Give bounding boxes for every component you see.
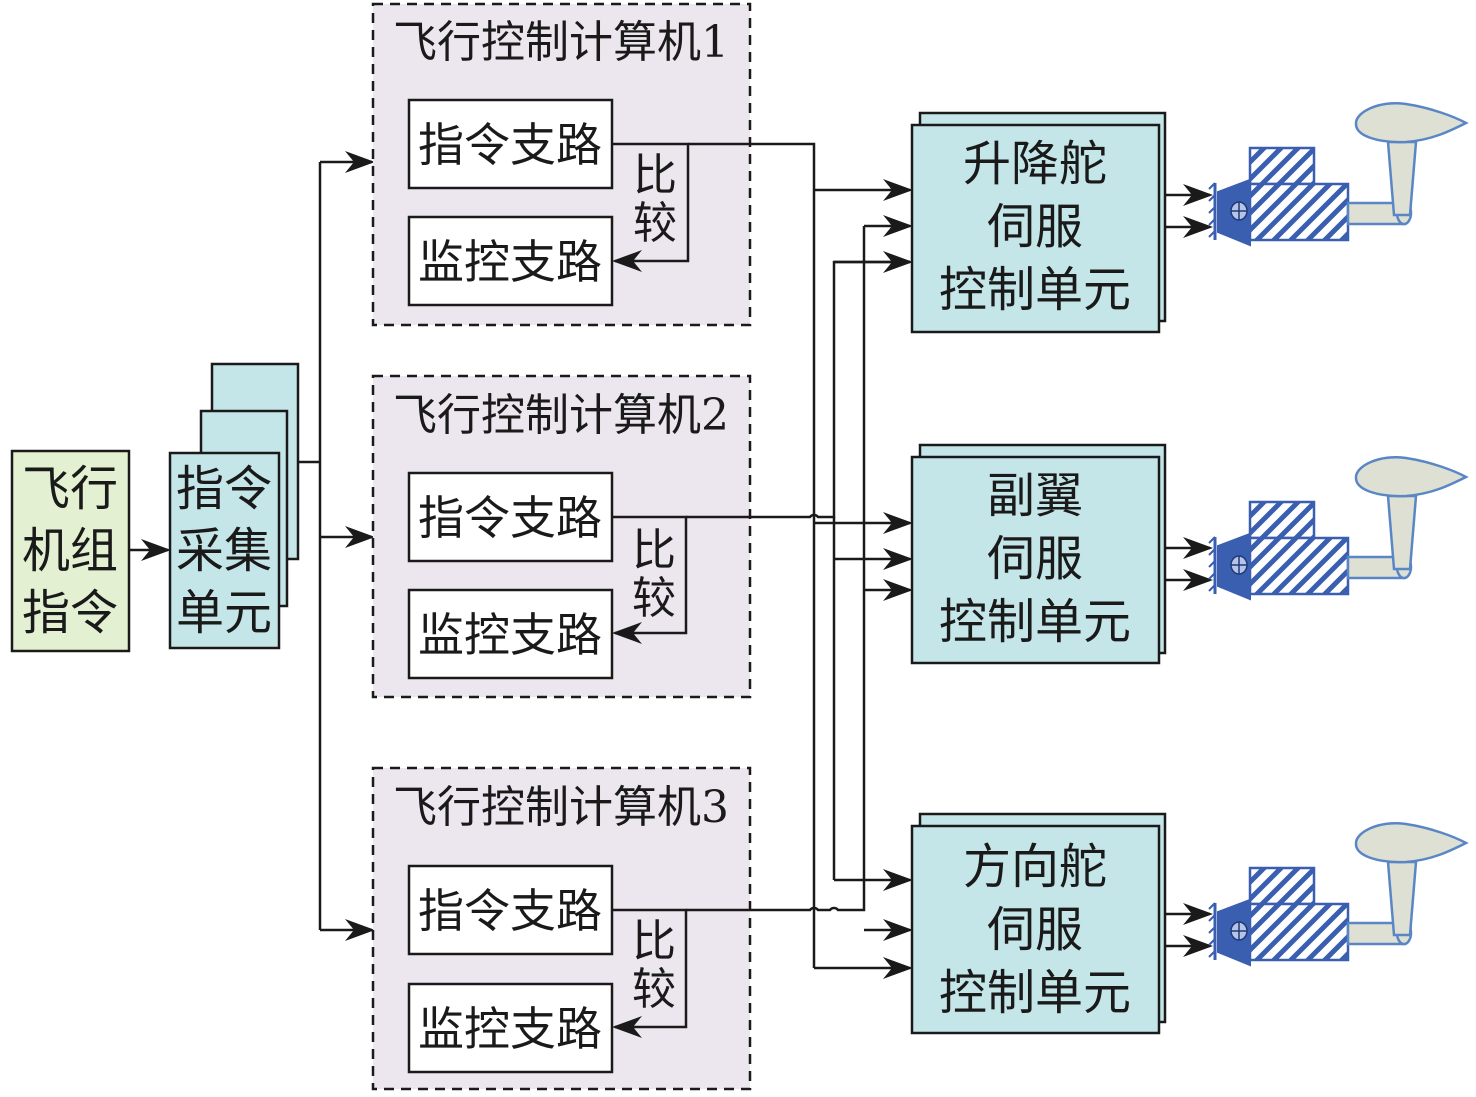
collection-unit-line-3: 单元 (176, 585, 272, 641)
compare-3-line-2: 较 (632, 964, 676, 1015)
compare-1-line-2: 较 (633, 198, 677, 249)
elevator-servo-line-3: 控制单元 (939, 262, 1131, 318)
monitor-branch-2: 监控支路 (418, 608, 602, 662)
collection-unit-line-1: 指令 (176, 461, 272, 517)
compare-3-line-1: 比 (632, 916, 676, 967)
distribution-bus (298, 151, 375, 941)
command-branch-2: 指令支路 (418, 491, 602, 545)
channel-routing (686, 142, 913, 979)
servo-to-actuator-arrows (1165, 184, 1213, 957)
command-branch-3: 指令支路 (418, 884, 602, 938)
rudder-servo-line-2: 伺服 (987, 902, 1083, 958)
flight-computer-3: 飞行控制计算机3 指令支路 监控支路 比 较 (371, 766, 752, 1091)
aileron-servo-line-3: 控制单元 (939, 594, 1131, 650)
flight-computer-2: 飞行控制计算机2 指令支路 监控支路 比 较 (371, 374, 752, 699)
command-branch-1: 指令支路 (418, 118, 602, 172)
monitor-branch-1: 监控支路 (418, 235, 602, 289)
flight-computer-3-title: 飞行控制计算机3 (393, 782, 729, 833)
elevator-servo-unit: 升降舵 伺服 控制单元 (910, 111, 1167, 334)
monitor-branch-3: 监控支路 (418, 1002, 602, 1056)
crew-command-line-1: 飞行 (22, 461, 118, 517)
compare-2-line-1: 比 (632, 525, 676, 576)
elevator-servo-line-2: 伺服 (987, 199, 1083, 255)
rudder-servo-line-1: 方向舵 (963, 839, 1107, 895)
rudder-servo-line-3: 控制单元 (939, 965, 1131, 1021)
rudder-actuator-icon (1208, 821, 1469, 967)
aileron-actuator-icon (1208, 455, 1469, 601)
collection-unit-line-2: 采集 (176, 523, 272, 579)
flight-computer-2-title: 飞行控制计算机2 (393, 390, 729, 441)
elevator-servo-line-1: 升降舵 (963, 136, 1107, 192)
aileron-servo-line-2: 伺服 (987, 531, 1083, 587)
aileron-servo-unit: 副翼 伺服 控制单元 (910, 443, 1167, 665)
aileron-servo-line-1: 副翼 (987, 468, 1083, 524)
crew-command-line-2: 机组 (22, 523, 118, 579)
compare-1-line-1: 比 (633, 150, 677, 201)
rudder-servo-unit: 方向舵 伺服 控制单元 (910, 812, 1167, 1035)
crew-command-line-3: 指令 (22, 585, 118, 641)
elevator-actuator-icon (1208, 101, 1469, 247)
crew-command-box: 飞行 机组 指令 (10, 449, 131, 653)
compare-2-line-2: 较 (632, 573, 676, 624)
flight-computer-1: 飞行控制计算机1 指令支路 监控支路 比 较 (371, 2, 752, 327)
flight-computer-1-title: 飞行控制计算机1 (393, 17, 729, 68)
collection-unit-box: 指令 采集 单元 (168, 362, 300, 650)
